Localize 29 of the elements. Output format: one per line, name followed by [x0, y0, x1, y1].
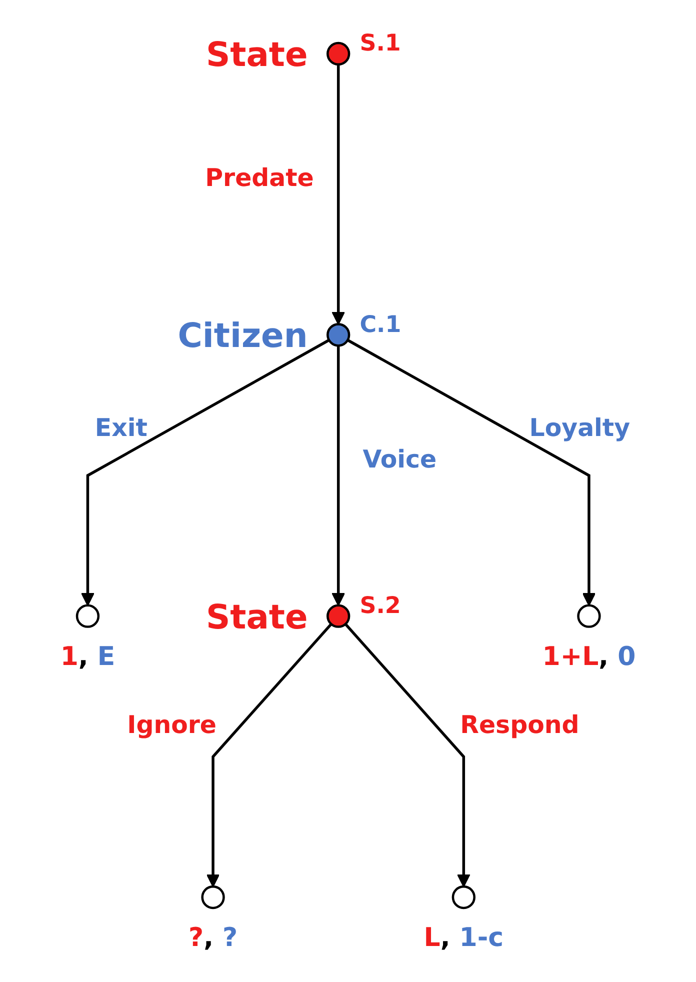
terminal-node — [201, 885, 225, 910]
edge-label: Respond — [460, 710, 580, 739]
decision-node — [326, 42, 350, 66]
arrow — [332, 346, 346, 606]
arrow — [332, 64, 346, 325]
payoff-label: 1+L, 0 — [542, 642, 636, 672]
edge-label: Voice — [362, 444, 437, 474]
arrow — [81, 338, 330, 606]
node-id-label: S.1 — [360, 30, 401, 57]
payoff-label: 1, E — [60, 642, 116, 672]
player-label: State — [206, 597, 308, 636]
decision-node — [326, 323, 350, 347]
decision-node — [326, 604, 350, 628]
terminal-node — [452, 885, 476, 910]
terminal-node — [76, 604, 100, 628]
payoff-label: L, 1-c — [424, 923, 504, 954]
edge-label: Predate — [205, 163, 314, 192]
node-id-label: S.2 — [360, 593, 401, 620]
payoff-label: ?, ? — [188, 923, 238, 954]
player-label: Citizen — [178, 316, 308, 356]
edge-label: Loyalty — [529, 412, 630, 442]
terminal-node — [577, 604, 601, 628]
edge-label: Exit — [94, 412, 148, 442]
node-id-label: C.1 — [360, 312, 402, 338]
arrow — [344, 623, 470, 888]
arrow — [347, 338, 596, 606]
arrow — [206, 623, 332, 888]
edge-label: Ignore — [127, 710, 217, 739]
player-label: State — [206, 34, 308, 74]
